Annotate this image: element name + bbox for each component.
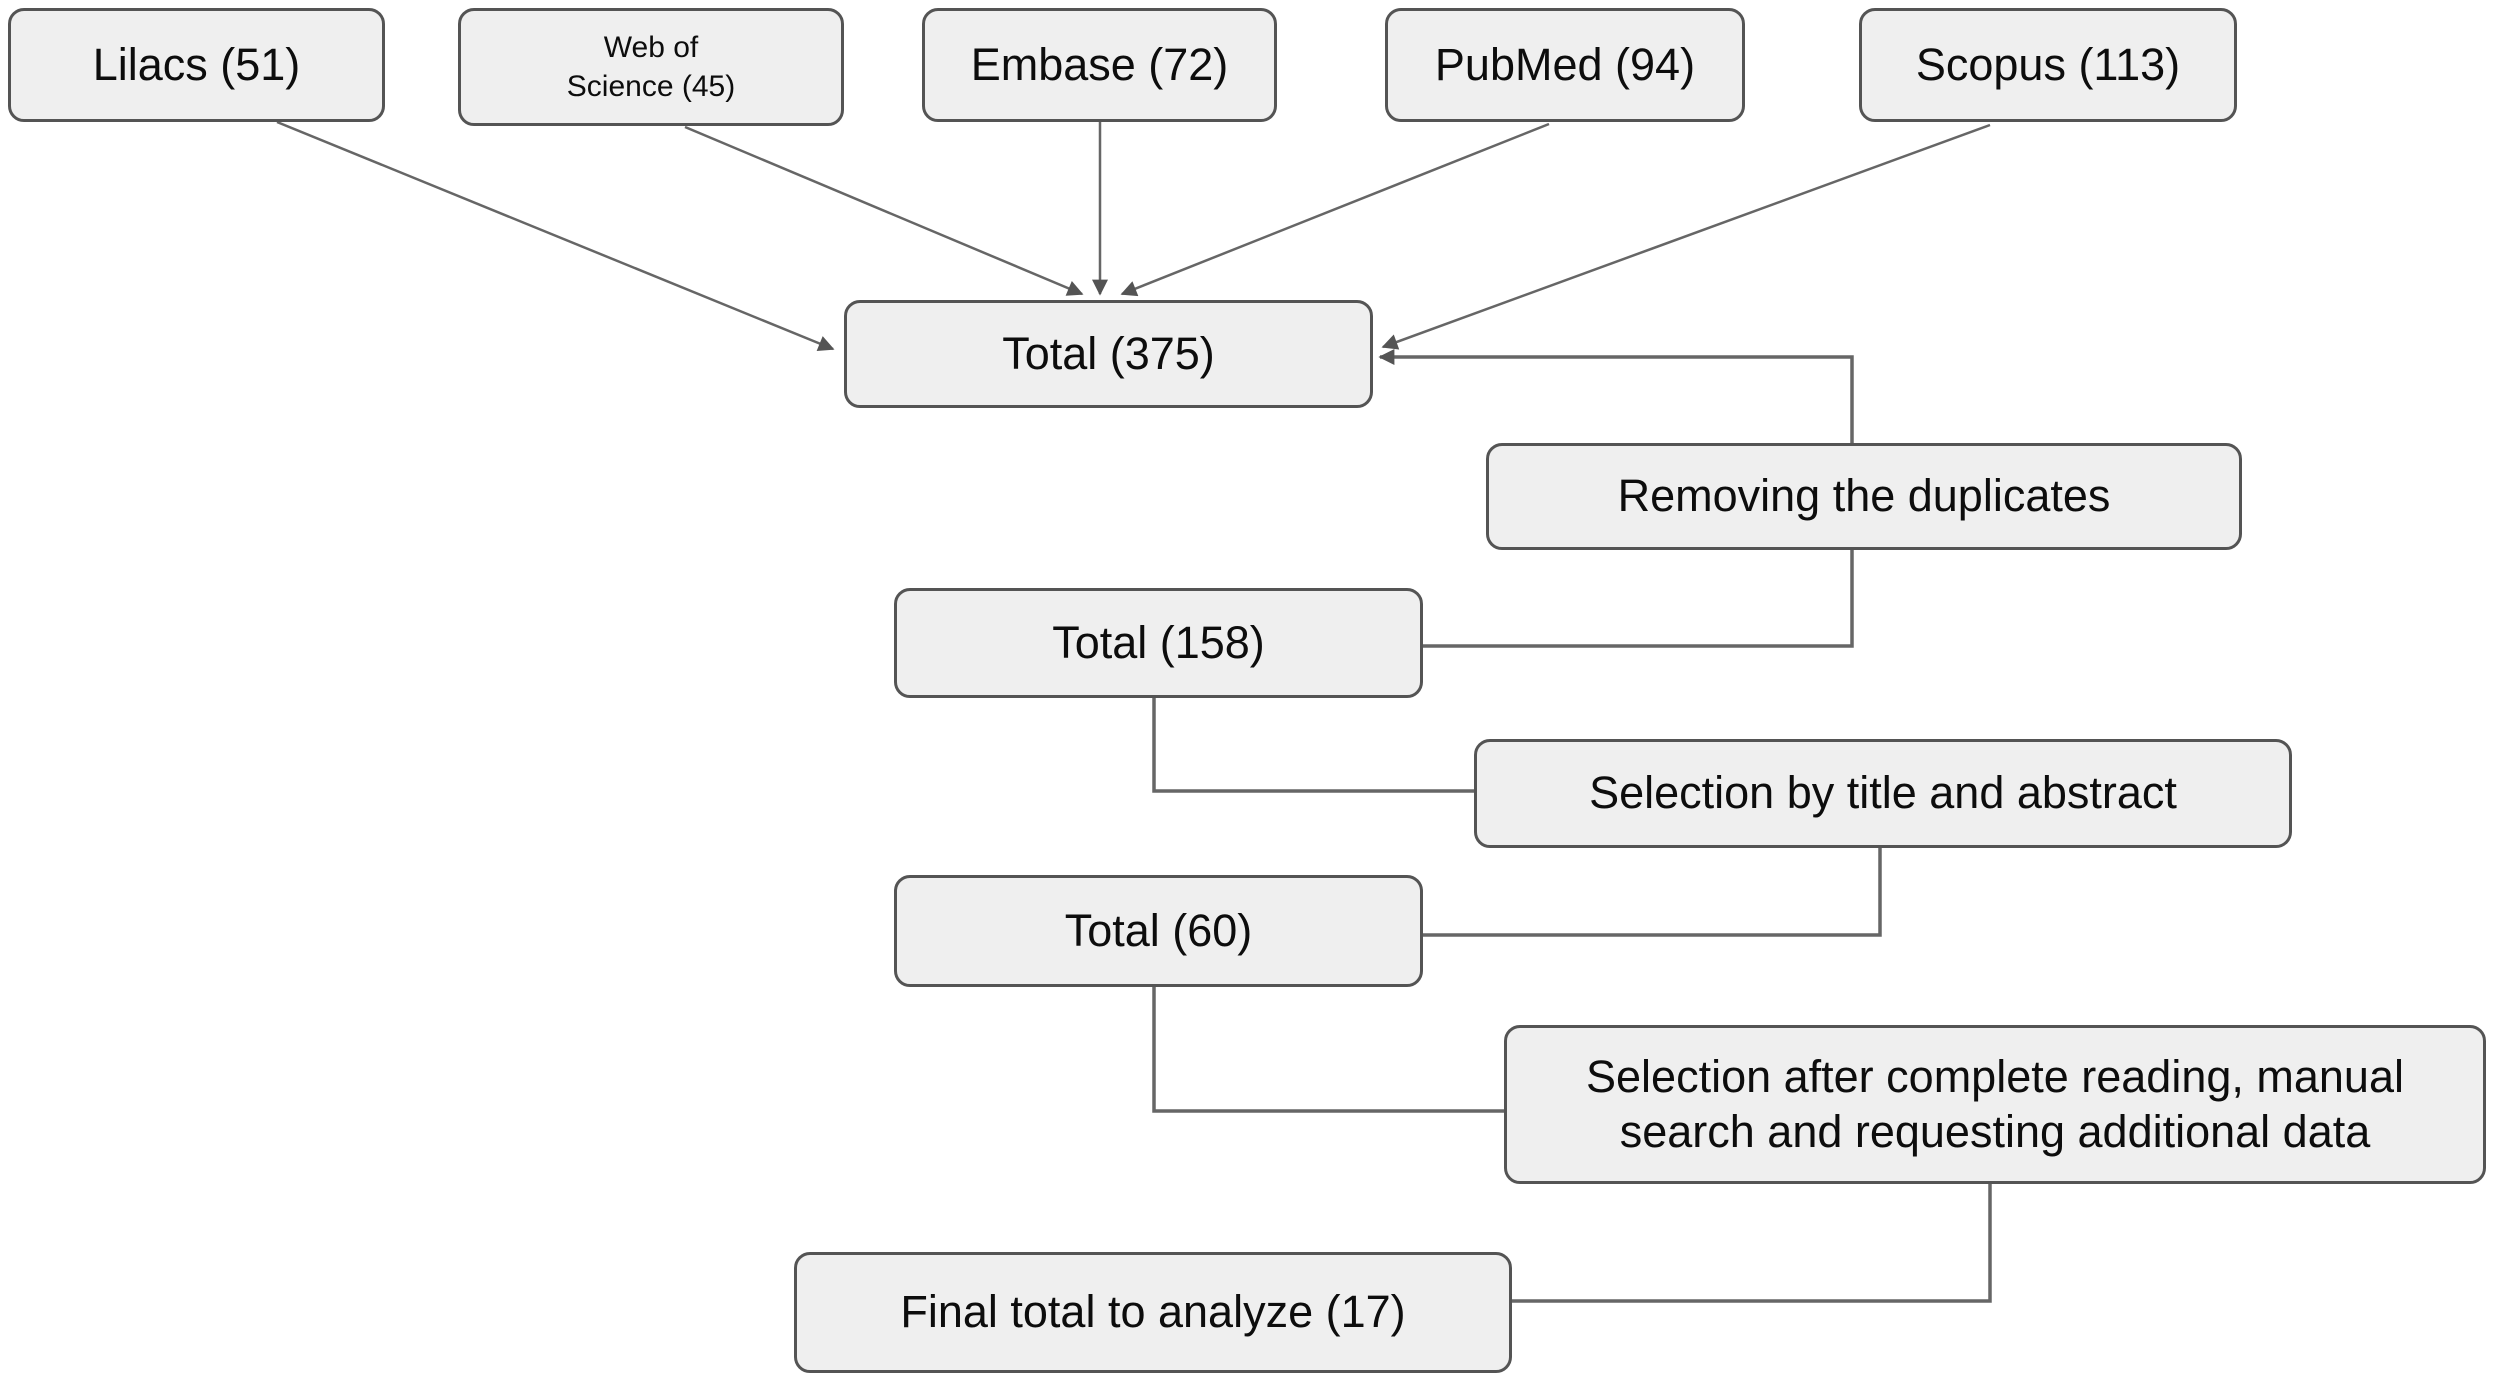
connector-selection-total60 — [1423, 848, 1882, 937]
node-final-total: Final total to analyze (17) — [794, 1252, 1512, 1373]
node-total-60-label: Total (60) — [1064, 904, 1253, 956]
node-selection-full-reading: Selection after complete reading, manual… — [1504, 1025, 2486, 1184]
node-lilacs: Lilacs (51) — [8, 8, 385, 122]
node-selection-title-abstract: Selection by title and abstract — [1474, 739, 2292, 848]
node-pubmed: PubMed (94) — [1385, 8, 1745, 122]
node-embase: Embase (72) — [922, 8, 1277, 122]
node-selection-full-reading-label: Selection after complete reading, manual… — [1586, 1050, 2404, 1157]
connector-scopus-total — [1381, 123, 1991, 350]
connector-pubmed-total — [1120, 122, 1550, 297]
node-final-total-label: Final total to analyze (17) — [900, 1286, 1406, 1338]
node-total-158-label: Total (158) — [1052, 616, 1265, 668]
node-web-of-science-label: Web of Science (45) — [566, 31, 736, 103]
node-web-of-science: Web of Science (45) — [458, 8, 844, 126]
node-selection-title-abstract-label: Selection by title and abstract — [1589, 767, 2177, 819]
node-embase-label: Embase (72) — [970, 38, 1229, 90]
node-removing-duplicates-label: Removing the duplicates — [1617, 470, 2111, 522]
node-scopus-label: Scopus (113) — [1915, 38, 2181, 90]
connector-total158-selection — [1152, 698, 1474, 793]
node-scopus: Scopus (113) — [1859, 8, 2237, 122]
node-total-375-label: Total (375) — [1002, 327, 1215, 379]
connector-total60-fullread — [1152, 987, 1504, 1113]
node-total-375: Total (375) — [844, 300, 1373, 408]
connector-lilacs-total — [276, 120, 835, 351]
node-lilacs-label: Lilacs (51) — [92, 38, 301, 90]
connector-wos-total — [684, 125, 1084, 296]
node-total-60: Total (60) — [894, 875, 1423, 987]
node-removing-duplicates: Removing the duplicates — [1486, 443, 2242, 550]
node-total-158: Total (158) — [894, 588, 1423, 698]
node-pubmed-label: PubMed (94) — [1434, 38, 1696, 90]
connector-fullread-final — [1512, 1184, 1992, 1303]
